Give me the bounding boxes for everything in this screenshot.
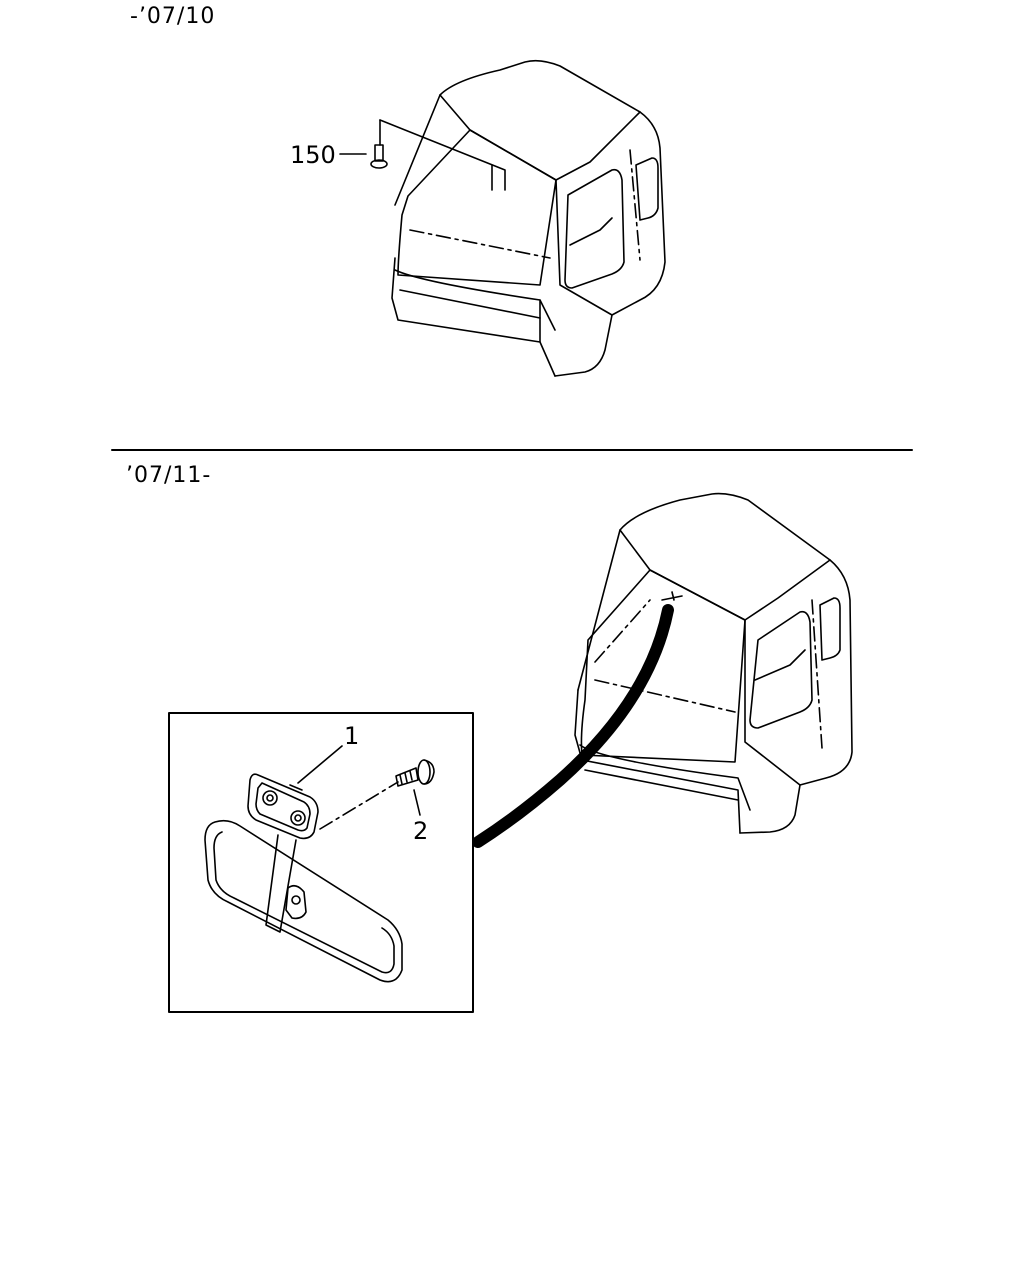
- detail-box: [168, 712, 474, 1013]
- leader-line-150: [339, 119, 506, 191]
- screw-150-icon: [370, 144, 388, 169]
- leader-line-2: [413, 789, 421, 816]
- section-label-from-07-11: ’07/11-: [126, 463, 212, 488]
- callout-part-1: 1: [344, 722, 359, 750]
- callout-part-150: 150: [290, 141, 336, 169]
- screw-2-icon: [395, 759, 435, 787]
- detail-connector: [472, 604, 674, 848]
- rear-view-mirror-illustration: [204, 773, 403, 983]
- screw-2-assembly-line: [319, 781, 399, 830]
- leader-line-1: [297, 745, 343, 784]
- cab-illustration-top: [391, 59, 666, 377]
- cab-illustration-bottom: [574, 492, 853, 834]
- callout-part-2: 2: [413, 817, 428, 845]
- section-label-until-07-10: -’07/10: [130, 4, 216, 29]
